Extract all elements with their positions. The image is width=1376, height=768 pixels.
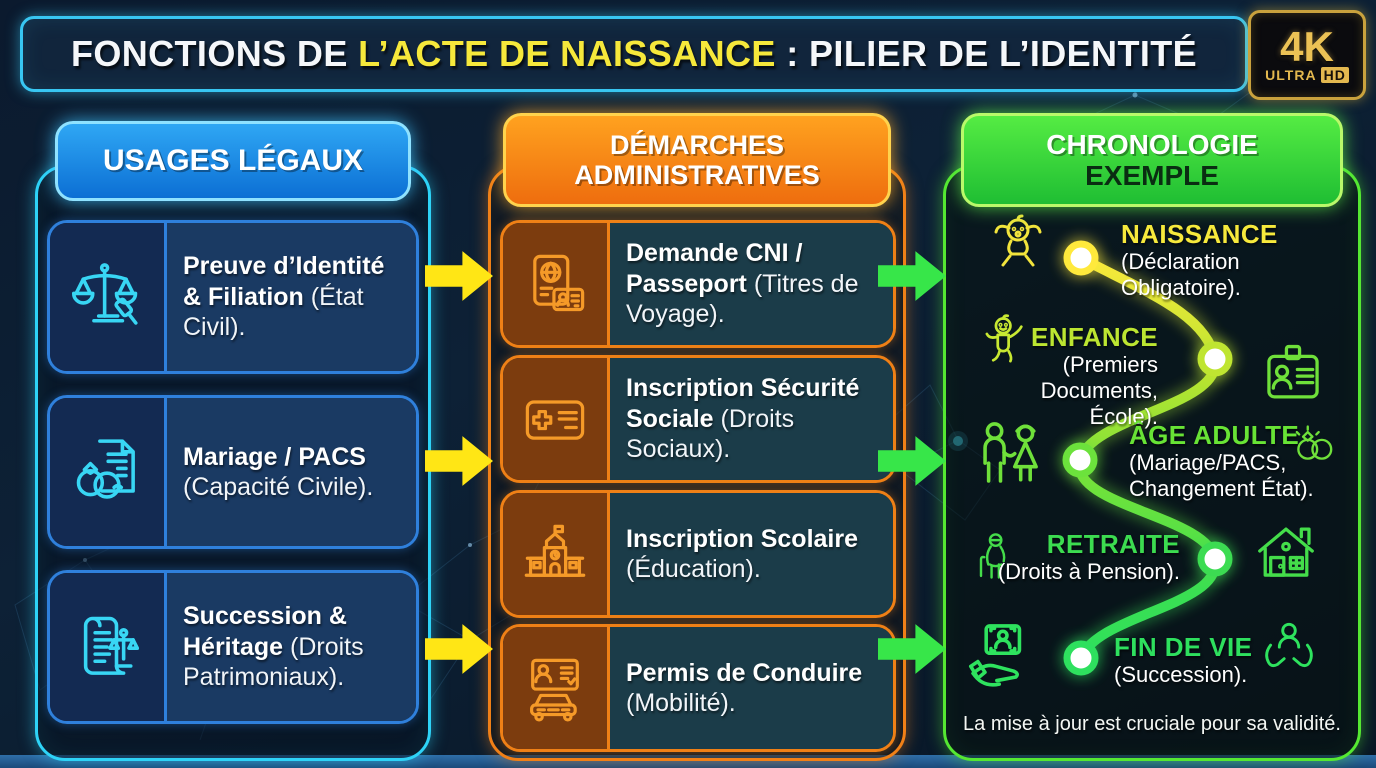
timeline-step-fin-de-vie: FIN DE VIE (Succession). (1114, 633, 1326, 688)
house-icon (1251, 516, 1321, 586)
rings-document-icon (50, 398, 167, 546)
hand-card-icon (966, 620, 1042, 696)
page-title: FONCTIONS DE L’ACTE DE NAISSANCE : PILIE… (70, 33, 1198, 74)
timeline-step-retraite: RETRAITE (Droits à Pension). (978, 530, 1180, 585)
car-license-icon (503, 627, 610, 749)
step-detail: (Déclaration Obligatoire). (1121, 248, 1241, 300)
card-identity-proof: Preuve d’Identité & Filiation (État Civi… (47, 220, 419, 374)
card-school-enrollment: Inscription Scolaire (Éducation). (500, 490, 896, 618)
step-label: NAISSANCE (1121, 219, 1278, 249)
wedding-rings-icon (1289, 418, 1339, 468)
timeline-step-naissance: NAISSANCE (Déclaration Obligatoire). (1121, 220, 1336, 301)
chronology-header: CHRONOLOGIE EXEMPLE (961, 113, 1343, 207)
scales-gavel-icon (50, 223, 167, 371)
card-text: Demande CNI / Passeport (Titres de Voyag… (626, 239, 859, 329)
scroll-scales-icon (50, 573, 167, 721)
card-driving-license: Permis de Conduire (Mobilité). (500, 624, 896, 752)
card-text: Inscription Scolaire (Éducation). (626, 524, 859, 584)
title-bar: FONCTIONS DE L’ACTE DE NAISSANCE : PILIE… (20, 16, 1248, 92)
caring-hands-icon (1258, 618, 1320, 680)
card-text: Preuve d’Identité & Filiation (État Civi… (183, 252, 385, 342)
card-succession: Succession & Héritage (Droits Patrimonia… (47, 570, 419, 724)
step-label: ÂGE ADULTE (1129, 420, 1300, 450)
timeline-path (1059, 237, 1236, 679)
card-text: Mariage / PACS (Capacité Civile). (183, 442, 374, 502)
school-icon (503, 493, 610, 615)
ultra-label: ULTRA (1265, 67, 1317, 84)
legal-uses-header: USAGES LÉGAUX (55, 121, 411, 201)
timeline-nodes (1059, 237, 1236, 679)
4k-label: 4K (1280, 22, 1334, 70)
administrative-header: DÉMARCHES ADMINISTRATIVES (503, 113, 891, 207)
card-text: Inscription Sécurité Sociale (Droits Soc… (626, 374, 860, 464)
step-detail: (Mariage/PACS, Changement État). (1129, 449, 1314, 501)
title-highlight: L’ACTE DE NAISSANCE (358, 33, 776, 74)
toddler-icon (976, 314, 1034, 372)
card-cni-passport: Demande CNI / Passeport (Titres de Voyag… (500, 220, 896, 348)
passport-icon (503, 223, 610, 345)
step-detail: (Droits à Pension). (997, 558, 1180, 584)
hd-label: HD (1320, 67, 1349, 84)
step-label: ENFANCE (1030, 322, 1158, 352)
chronology-footer-note: La mise à jour est cruciale pour sa vali… (963, 713, 1341, 735)
chronology-panel: NAISSANCE (Déclaration Obligatoire). ENF… (943, 165, 1361, 761)
card-text: Permis de Conduire (Mobilité). (626, 658, 863, 718)
card-social-security: Inscription Sécurité Sociale (Droits Soc… (500, 355, 896, 483)
baby-icon (986, 213, 1050, 277)
step-detail: (Premiers Documents, École). (1040, 351, 1158, 429)
elderly-person-icon (968, 520, 1020, 596)
step-label: RETRAITE (1046, 529, 1180, 559)
timeline-step-age-adulte: ÂGE ADULTE (Mariage/PACS, Changement Éta… (1129, 421, 1337, 502)
card-marriage-pacs: Mariage / PACS (Capacité Civile). (47, 395, 419, 549)
card-text: Succession & Héritage (Droits Patrimonia… (183, 602, 364, 692)
health-card-icon (503, 358, 610, 480)
id-badge-icon (1258, 340, 1328, 410)
couple-icon (972, 418, 1048, 494)
step-label: FIN DE VIE (1114, 632, 1253, 662)
step-detail: (Succession). (1114, 661, 1248, 687)
timeline-step-enfance: ENFANCE (Premiers Documents, École). (968, 323, 1158, 429)
